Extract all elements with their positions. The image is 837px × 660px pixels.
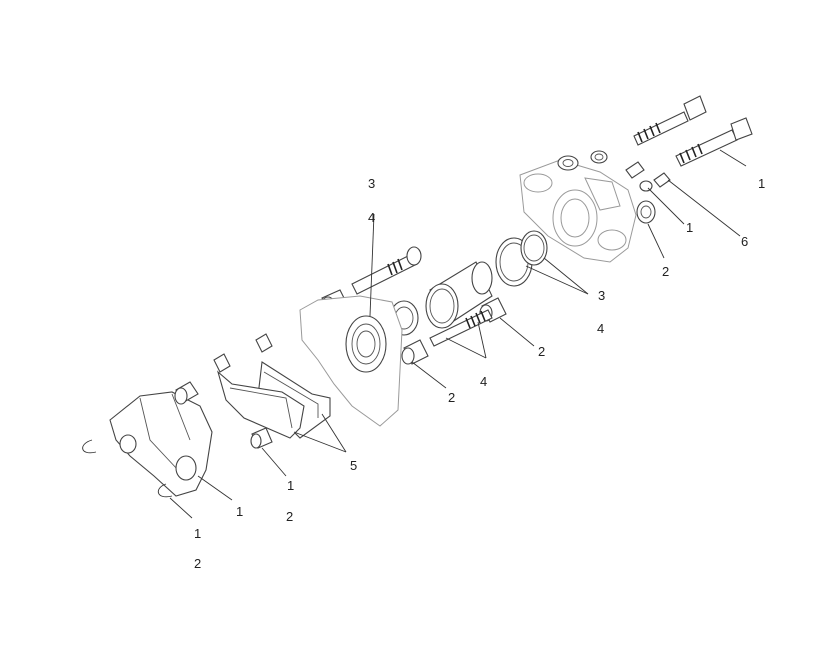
callout-pin-bolt-top: 4 — [368, 210, 375, 225]
mounting-bracket — [109, 381, 213, 497]
callout-bush-small-sub: 2 — [286, 509, 293, 524]
seal-ring-inner — [520, 230, 548, 266]
piston — [425, 261, 493, 329]
circlip-left — [82, 439, 97, 454]
callout-pin-bolts-lower: 4 — [480, 374, 487, 389]
washer-large — [557, 155, 579, 171]
callout-seal-ring-top: 3 — [368, 176, 375, 191]
guide-pin-right — [429, 309, 493, 347]
washer-small — [590, 150, 608, 164]
callout-bush-small: 1 — [287, 478, 294, 493]
brake-pad-front — [213, 353, 305, 439]
caliper-bracket-plate — [299, 295, 403, 427]
callout-bleed-valve: 6 — [741, 234, 748, 249]
callout-labels: 1 1 6 2 3 3 4 4 2 4 2 5 1 2 1 1 2 — [194, 176, 765, 571]
callout-bracket-pin: 1 — [236, 504, 243, 519]
washer-right — [636, 200, 656, 224]
bush-small — [250, 427, 273, 449]
guide-pin-upper — [351, 246, 422, 295]
callout-bush-right: 2 — [538, 344, 545, 359]
callout-piston-right: 4 — [597, 321, 604, 336]
callout-clip: 1 — [194, 526, 201, 541]
callout-pads: 5 — [350, 458, 357, 473]
callout-clip-sub: 2 — [194, 556, 201, 571]
callout-piston-seals: 3 — [598, 288, 605, 303]
callout-bush-left: 2 — [448, 390, 455, 405]
callout-washer-top: 1 — [686, 220, 693, 235]
caliper-body — [519, 159, 637, 263]
circlip-lower — [157, 483, 173, 498]
bleed-valve — [625, 161, 671, 188]
bush-center — [401, 339, 429, 365]
bolt-lower — [675, 117, 753, 167]
bolt-upper — [633, 95, 707, 146]
leader-lines — [169, 149, 747, 519]
callout-bolt: 1 — [758, 176, 765, 191]
callout-washer-right: 2 — [662, 264, 669, 279]
